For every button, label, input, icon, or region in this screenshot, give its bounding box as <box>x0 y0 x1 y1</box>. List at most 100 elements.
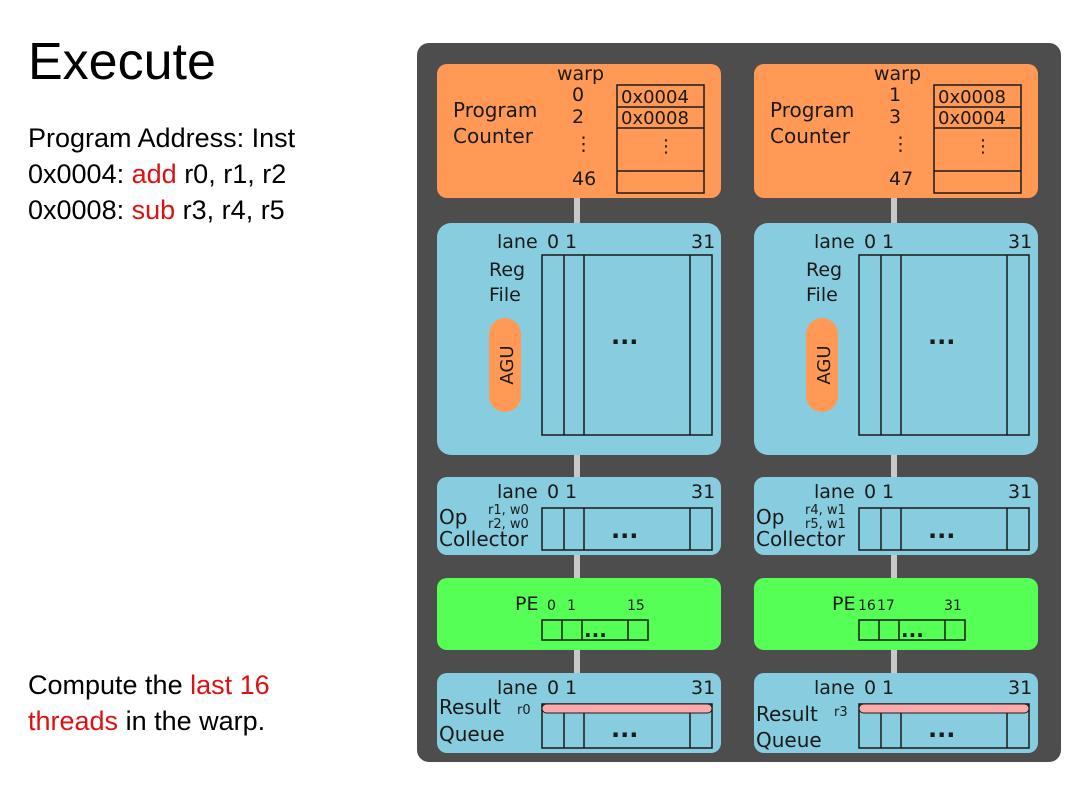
lane-number: 0 <box>864 677 876 699</box>
pe-box <box>437 578 721 650</box>
operand-grid <box>858 507 1030 551</box>
pe-label: PE <box>832 593 855 615</box>
pe-lane-number: 0 <box>547 598 556 614</box>
lane-label: lane <box>497 481 538 503</box>
lane-label: lane <box>814 677 855 699</box>
lane-number: 31 <box>691 481 715 503</box>
operand-register: r4, w1 <box>805 503 846 518</box>
operand-register: r1, w0 <box>488 503 529 518</box>
program-line-1: 0x0004: add r0, r1, r2 <box>28 156 295 192</box>
lane-label: lane <box>497 231 538 253</box>
agu-label: AGU <box>814 345 835 384</box>
vdots-glyph: ⋮ <box>574 133 593 155</box>
lane-number: 31 <box>1008 231 1032 253</box>
pe-lane-number: 17 <box>877 598 895 614</box>
result-queue-label: Result <box>439 695 501 719</box>
opcode: sub <box>131 195 176 225</box>
lane-number: 0 <box>864 231 876 253</box>
lane-number: 0 <box>547 481 559 503</box>
lane-number: 0 <box>864 481 876 503</box>
pe-lane-number: 16 <box>858 598 876 614</box>
lane-number: 0 <box>547 677 559 699</box>
lane-number: 1 <box>882 231 894 253</box>
pipeline-column-1: ProgramCounterwarp13⋮470x00080x0004⋮lane… <box>754 63 1038 753</box>
note-highlight-last-16: last 16 <box>190 670 270 700</box>
op-collector-label: Collector <box>756 527 846 551</box>
program-header: Program Address: Inst <box>28 123 296 153</box>
note-post: in the warp. <box>118 706 266 736</box>
lane-label: lane <box>497 677 538 699</box>
vdots-glyph: ⋮ <box>891 133 910 155</box>
warp-id: 1 <box>889 84 901 106</box>
lane-label: lane <box>814 481 855 503</box>
program-listing: Program Address: Inst 0x0004: add r0, r1… <box>28 120 295 228</box>
reg-file-label: Reg <box>806 259 842 281</box>
register-file-box <box>437 223 721 455</box>
register-grid <box>541 254 713 436</box>
opcode: add <box>131 159 177 189</box>
warp-id: 2 <box>572 106 584 128</box>
ellipsis-glyph: ... <box>901 618 924 642</box>
result-bar <box>858 703 1030 714</box>
pc-table <box>933 84 1022 194</box>
operands: r3, r4, r5 <box>182 195 285 225</box>
reg-file-label: Reg <box>489 259 525 281</box>
program-counter-label: Program <box>453 98 537 122</box>
result-queue-label: Queue <box>439 722 505 746</box>
pc-value: 0x0008 <box>938 87 1006 108</box>
result-queue-label: Queue <box>756 728 822 752</box>
program-line-2: 0x0008: sub r3, r4, r5 <box>28 192 295 228</box>
agu-label: AGU <box>497 345 518 384</box>
ellipsis-glyph: ... <box>611 516 638 544</box>
pe-lane-number: 31 <box>944 598 962 614</box>
agu-unit <box>806 318 838 412</box>
operand-collector-box <box>754 477 1038 555</box>
vdots-glyph: ⋮ <box>974 136 992 157</box>
pc-value: 0x0004 <box>938 108 1006 129</box>
operand-register: r2, w0 <box>488 517 529 532</box>
operands: r0, r1, r2 <box>184 159 287 189</box>
pe-lane-grid <box>858 619 966 641</box>
agu-unit <box>489 318 521 412</box>
pipeline-column-0: ProgramCounterwarp02⋮460x00040x0008⋮lane… <box>437 63 721 753</box>
note-pre: Compute the <box>28 670 191 700</box>
pe-lane-number: 15 <box>627 598 645 614</box>
lane-number: 31 <box>1008 677 1032 699</box>
result-queue-label: Result <box>756 702 818 726</box>
ellipsis-glyph: ... <box>928 322 955 350</box>
register-file-box <box>754 223 1038 455</box>
slide-title: Execute <box>28 33 216 91</box>
address: 0x0008: <box>28 195 125 225</box>
pc-value: 0x0004 <box>621 87 689 108</box>
ellipsis-glyph: ... <box>584 618 607 642</box>
lane-number: 1 <box>565 231 577 253</box>
op-collector-label: Collector <box>439 527 529 551</box>
result-register: r0 <box>517 703 531 718</box>
lane-label: lane <box>814 231 855 253</box>
register-grid <box>858 254 1030 436</box>
op-collector-label: Op <box>756 505 784 529</box>
pc-value: 0x0008 <box>621 108 689 129</box>
pe-box <box>754 578 1038 650</box>
pe-lane-number: 1 <box>567 598 576 614</box>
ellipsis-glyph: ... <box>928 715 955 743</box>
operand-grid <box>541 507 713 551</box>
warp-id: 0 <box>572 84 584 106</box>
lane-number: 1 <box>565 677 577 699</box>
lane-number: 1 <box>882 677 894 699</box>
pe-lane-grid <box>541 619 649 641</box>
reg-file-label: File <box>806 284 838 306</box>
ellipsis-glyph: ... <box>611 322 638 350</box>
lane-number: 31 <box>691 677 715 699</box>
lane-number: 0 <box>547 231 559 253</box>
pc-table <box>616 84 705 194</box>
warp-id: 47 <box>889 168 913 190</box>
program-counter-label: Program <box>770 98 854 122</box>
operand-collector-box <box>437 477 721 555</box>
result-bar <box>541 703 713 714</box>
reg-file-label: File <box>489 284 521 306</box>
result-register: r3 <box>834 705 848 720</box>
program-counter-box <box>437 64 721 198</box>
warp-id: 3 <box>889 106 901 128</box>
